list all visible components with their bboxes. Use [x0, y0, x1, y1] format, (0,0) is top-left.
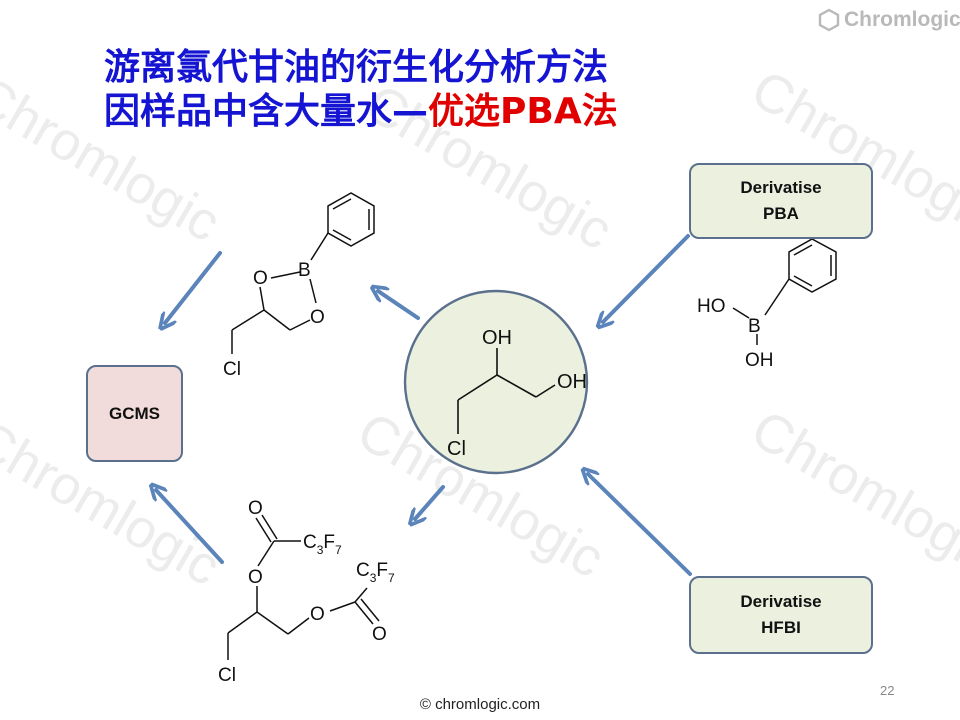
- phenylboronic-acid-molecule: [732, 238, 837, 345]
- pba-oh: OH: [745, 350, 774, 371]
- arrow-center-to-hfbi-product: [415, 485, 445, 519]
- glycerol-cl: Cl: [447, 438, 466, 460]
- arrow-pba-product-to-gcms: [165, 251, 222, 323]
- arrow-pba-to-center: [603, 234, 690, 322]
- page-number: 22: [880, 683, 895, 698]
- pba-product-o-left: O: [253, 268, 268, 289]
- glycerol-oh-right: OH: [557, 371, 587, 393]
- hfbi-product-o-ester-1: O: [248, 567, 263, 588]
- pba-ho: HO: [697, 296, 726, 317]
- hfbi-product-c3f7-b: C3F7: [356, 560, 395, 585]
- pba-product-o-right: O: [310, 307, 325, 328]
- gcms-box: GCMS: [86, 365, 183, 462]
- derivatise-pba-reagent: PBA: [763, 204, 799, 223]
- derivatise-hfbi-label: Derivatise: [740, 592, 822, 611]
- arrow-center-to-pba-product: [378, 291, 420, 320]
- arrow-hfbi-product-to-gcms: [156, 490, 224, 564]
- hfbi-product-o-ester-2: O: [310, 604, 325, 625]
- gcms-label: GCMS: [109, 403, 160, 423]
- hexagon-logo-icon: [818, 8, 840, 32]
- hfbi-derivative-molecule: [227, 514, 380, 660]
- arrow-hfbi-to-center: [588, 474, 692, 576]
- pba-product-boron: B: [298, 260, 311, 281]
- title-line-1: 游离氯代甘油的衍生化分析方法: [104, 47, 609, 88]
- central-circle: [403, 289, 589, 475]
- hfbi-product-o-carbonyl: O: [372, 624, 387, 645]
- title-line-2-highlight: 优选PBA法: [428, 91, 618, 132]
- title-line-2-text: 因样品中含大量水—: [104, 91, 429, 132]
- derivatise-pba-label: Derivatise: [740, 178, 822, 197]
- hfbi-product-o-top: O: [248, 498, 263, 519]
- pba-product-cl: Cl: [223, 359, 241, 380]
- derivatise-pba-box: Derivatise PBA: [689, 163, 873, 239]
- hfbi-product-cl: Cl: [218, 665, 236, 686]
- chloropropanediol-molecule: [457, 348, 556, 434]
- slide-title: 游离氯代甘油的衍生化分析方法 因样品中含大量水—优选PBA法: [104, 46, 618, 134]
- logo-text: Chromlogic: [844, 8, 960, 31]
- derivatise-hfbi-reagent: HFBI: [761, 618, 801, 637]
- pba-boron: B: [748, 316, 761, 337]
- title-line-2: 因样品中含大量水—优选PBA法: [104, 90, 618, 134]
- hfbi-product-c3f7-a: C3F7: [303, 532, 342, 557]
- footer-copyright: © chromlogic.com: [419, 696, 541, 713]
- derivatise-hfbi-box: Derivatise HFBI: [689, 576, 873, 654]
- pba-derivative-molecule: [231, 192, 375, 354]
- glycerol-oh-top: OH: [482, 327, 512, 349]
- brand-logo: Chromlogic: [818, 8, 960, 32]
